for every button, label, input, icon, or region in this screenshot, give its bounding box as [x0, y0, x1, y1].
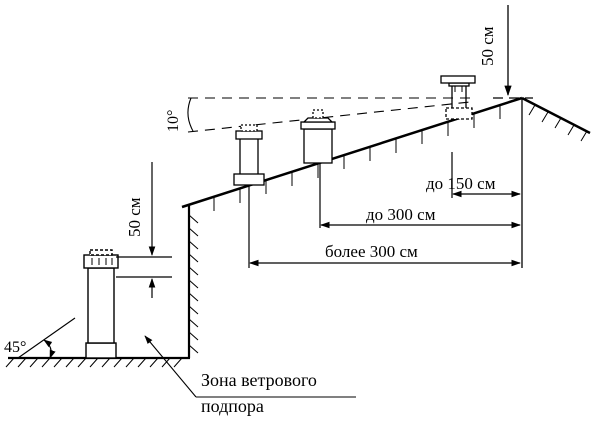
distance-over-300-label: более 300 см [325, 242, 418, 261]
distance-300-label: до 300 см [366, 205, 436, 224]
wind-zone-leader [144, 335, 356, 398]
wind-zone-label-line1: Зона ветрового [201, 370, 317, 390]
wind-zone-label-line2: подпора [201, 396, 264, 416]
left-height-dimension [116, 162, 172, 298]
angle-10-label: 10° [165, 110, 182, 132]
reference-line [187, 97, 471, 133]
top-height-label: 50 см [478, 26, 497, 66]
chimney-beyond-300 [233, 124, 265, 186]
roof-slope-right [521, 96, 591, 142]
left-height-label: 50 см [125, 197, 144, 237]
angle-45-marker [17, 317, 76, 359]
angle-10-marker [187, 97, 194, 132]
ridge-marker [493, 97, 533, 268]
ground [5, 356, 190, 368]
chimney-near-ridge [440, 75, 476, 120]
distance-dimensions [248, 152, 521, 268]
building-wall [187, 205, 199, 358]
chimney-wind-zone [83, 249, 119, 359]
angle-45-label: 45° [4, 339, 26, 356]
distance-150-label: до 150 см [426, 174, 496, 193]
chimney-within-300 [300, 109, 336, 164]
